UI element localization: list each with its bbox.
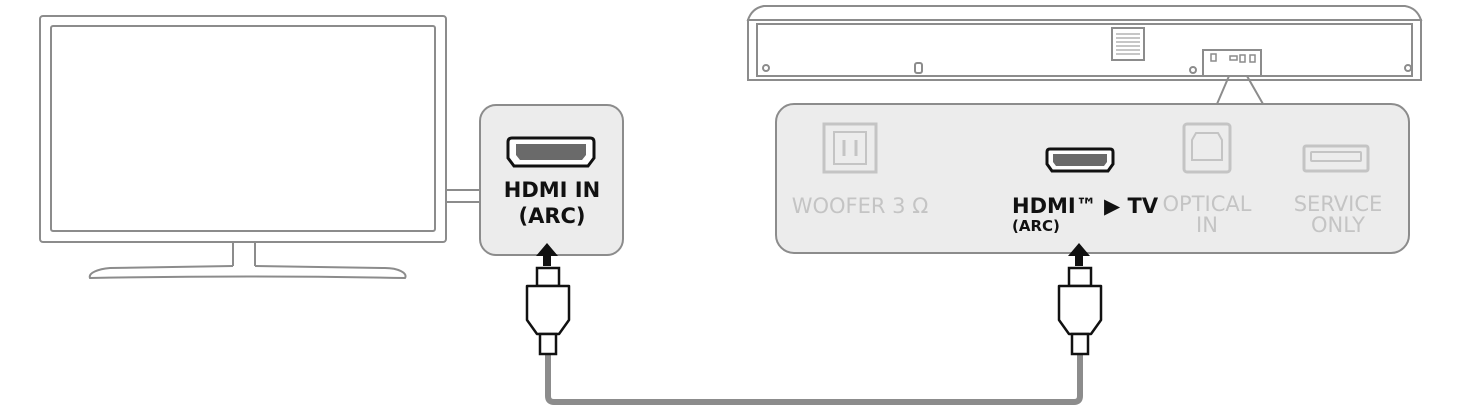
soundbar-body	[747, 19, 1422, 81]
tv-port-label-line1: HDMI IN	[504, 178, 600, 202]
mount-slot	[914, 62, 923, 74]
woofer-port-icon	[822, 122, 878, 174]
soundbar-hdmi-port-inner	[1053, 154, 1107, 166]
hdmi-arc-sublabel: (ARC)	[1012, 217, 1060, 235]
usb-service-port-icon	[1302, 144, 1370, 173]
hdmi-plug-tv-side	[525, 243, 571, 356]
tv-frame	[39, 15, 447, 243]
soundbar-panel-box	[775, 103, 1410, 254]
tv-stand-base	[88, 265, 407, 280]
arrow-up-icon	[1068, 243, 1090, 266]
tv-illustration	[39, 15, 481, 280]
soundbar-top	[746, 5, 1423, 21]
grille-pattern	[1116, 33, 1140, 55]
woofer-label: WOOFER 3 Ω	[792, 194, 929, 218]
hdmi-tv-arc-label: HDMI™ ▶ TV	[1012, 194, 1159, 218]
tv-hdmi-panel: HDMI IN (ARC)	[479, 104, 624, 256]
screw-right	[1404, 64, 1412, 72]
tv-side-connector	[446, 189, 481, 203]
tv-port-label-line2: (ARC)	[518, 204, 585, 228]
callout-lines	[1216, 75, 1264, 105]
hdmi-port-inner	[516, 144, 586, 160]
tv-screen	[50, 25, 436, 232]
hdmi-cable	[545, 355, 1083, 405]
screw-left	[762, 64, 770, 72]
soundbar-speaker-grille	[1111, 27, 1145, 61]
screw-mid	[1189, 66, 1197, 74]
mini-ports	[1210, 53, 1256, 63]
arrow-up-icon	[536, 243, 558, 266]
optical-label-line2: IN	[1196, 213, 1218, 237]
soundbar-back-panel	[756, 23, 1413, 77]
tv-stand-neck	[232, 242, 256, 266]
optical-port-icon	[1182, 122, 1232, 174]
service-label-line2: ONLY	[1311, 213, 1365, 237]
optical-label-line1: OPTICAL	[1163, 192, 1252, 216]
soundbar-port-panel: WOOFER 3 Ω HDMI™ ▶ TV (ARC) OPTICAL IN S…	[775, 103, 1410, 254]
soundbar-illustration	[746, 5, 1423, 105]
hdmi-plug-soundbar-side	[1057, 243, 1103, 356]
service-label-line1: SERVICE	[1294, 192, 1383, 216]
